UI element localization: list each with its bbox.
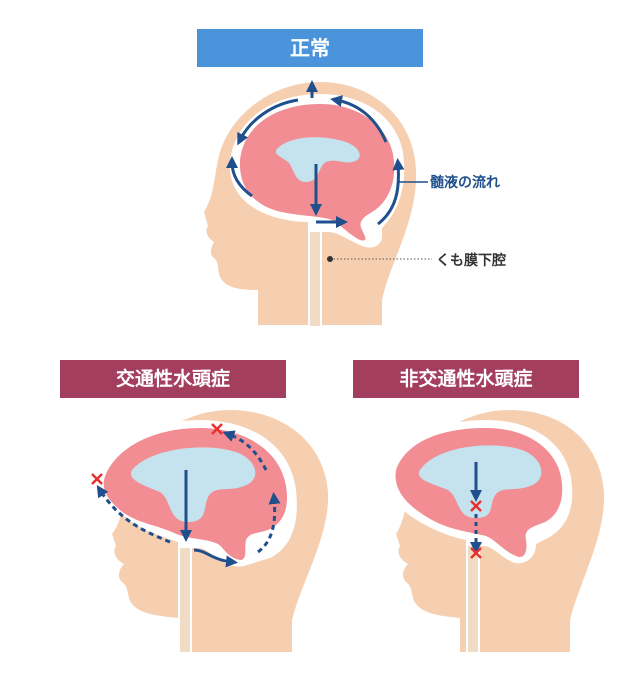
noncommunicating-spinal-canal: [468, 546, 478, 652]
communicating-head: [91, 410, 329, 652]
title-normal: 正常: [197, 29, 423, 67]
communicating-flow-arrow-back: [257, 492, 281, 554]
communicating-block-mark-top: [211, 423, 223, 435]
noncommunicating-head: [385, 410, 605, 652]
normal-flow-arrow-back: [377, 158, 405, 226]
noncommunicating-ventricle: [418, 445, 542, 518]
communicating-ventricle: [130, 447, 256, 522]
csf-flow-label: 髄液の流れ: [430, 175, 500, 191]
normal-flow-arrow-front: [226, 156, 253, 198]
normal-spinal-canal: [310, 232, 320, 326]
normal-head: [204, 80, 432, 326]
title-noncommunicating-hydrocephalus: 非交通性水頭症: [353, 360, 579, 398]
communicating-flow-arrow-top: [222, 430, 268, 471]
normal-flow-arrow-top-right: [330, 95, 388, 143]
sas-leader-dot: [327, 256, 333, 262]
communicating-block-mark-front: [91, 473, 103, 485]
communicating-flow-arrow-front: [96, 484, 171, 544]
normal-flow-arrow-top-left: [237, 98, 299, 146]
noncommunicating-block-mark-lower: [470, 547, 482, 559]
subarachnoid-space-label: くも膜下腔: [436, 253, 506, 269]
noncommunicating-block-mark-upper: [470, 500, 482, 512]
communicating-spinal-canal: [180, 548, 190, 652]
communicating-flow-arrow-base: [193, 548, 238, 568]
normal-ventricle: [275, 137, 360, 182]
title-communicating-hydrocephalus: 交通性水頭症: [60, 360, 286, 398]
